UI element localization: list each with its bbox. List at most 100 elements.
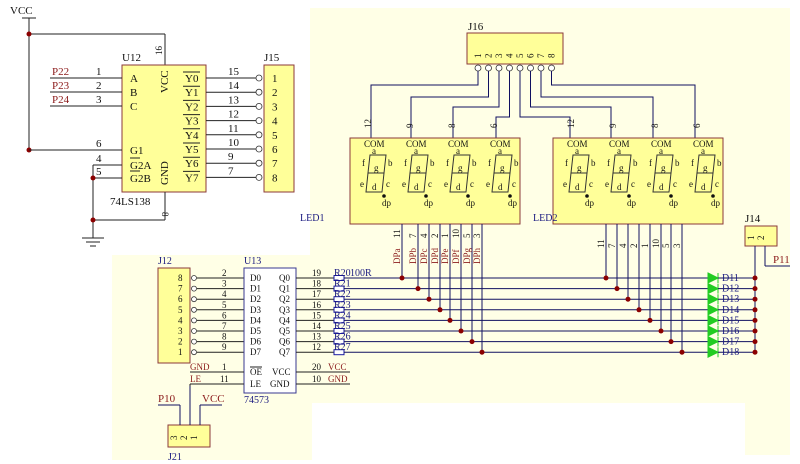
led-diode-icon bbox=[707, 346, 720, 359]
seg-d-label: d bbox=[414, 182, 419, 192]
junction bbox=[26, 31, 32, 37]
seven-seg-bottom bbox=[652, 172, 672, 193]
junction bbox=[752, 296, 758, 302]
j15-pin-num: 1 bbox=[272, 73, 278, 85]
j14-ref: J14 bbox=[745, 213, 761, 225]
junction bbox=[426, 296, 432, 302]
seg-c-label: c bbox=[470, 179, 474, 189]
led1-com-pin: 6 bbox=[489, 123, 499, 128]
j16-pin-circle bbox=[537, 64, 545, 72]
u13-le-name: LE bbox=[250, 379, 261, 389]
seg-b-label: b bbox=[717, 158, 722, 168]
seg-f-label: f bbox=[362, 158, 365, 168]
seg-a-label: a bbox=[414, 146, 418, 156]
u13-oe-net: GND bbox=[190, 362, 210, 372]
junction bbox=[668, 339, 674, 345]
u13-d-pin-name: D3 bbox=[250, 305, 261, 315]
resistor-ref: R23 bbox=[334, 300, 351, 311]
resistor-ref: R27 bbox=[334, 342, 351, 353]
dp-dot bbox=[382, 194, 386, 198]
seg-b-label: b bbox=[430, 158, 435, 168]
u13-d-pin-name: D2 bbox=[250, 294, 261, 304]
seg-dp-label: dp bbox=[466, 198, 476, 208]
led1-seg-name: DPg bbox=[462, 247, 472, 264]
dp-dot bbox=[585, 194, 589, 198]
led2-seg-num: 11 bbox=[596, 239, 606, 248]
u13-q-pin-num: 14 bbox=[312, 321, 322, 331]
junction bbox=[415, 286, 421, 292]
junction bbox=[636, 307, 642, 313]
led2-seg-num: 10 bbox=[651, 239, 661, 249]
seg-g-label: g bbox=[577, 163, 582, 173]
u13-q-pin-num: 15 bbox=[312, 310, 322, 320]
j15-pin-num: 5 bbox=[272, 130, 278, 142]
junction bbox=[752, 275, 758, 281]
led1-seg-num: 4 bbox=[419, 233, 429, 238]
seg-e-label: e bbox=[486, 179, 490, 189]
j16-pin-num: 2 bbox=[484, 54, 494, 59]
led1-seg-name: DPf bbox=[451, 249, 461, 264]
seg-g-label: g bbox=[374, 163, 379, 173]
u13-d-pin-name: D4 bbox=[250, 315, 261, 325]
seg-c-label: c bbox=[673, 179, 677, 189]
seg-b-label: b bbox=[591, 158, 596, 168]
u13-q-pin-name: Q6 bbox=[279, 337, 290, 347]
led2-com-label: COM bbox=[567, 139, 588, 149]
u13-q-pin-name: Q2 bbox=[279, 294, 290, 304]
u12-output-num: 15 bbox=[228, 66, 240, 78]
u13-oe-name: OE bbox=[250, 367, 262, 377]
u13-q-pin-num: 13 bbox=[312, 332, 322, 342]
led2-seg-num: 1 bbox=[640, 244, 650, 249]
seg-e-label: e bbox=[444, 179, 448, 189]
led2-seg-num: 7 bbox=[607, 243, 617, 248]
u12-output-num: 7 bbox=[228, 165, 234, 177]
seg-a-label: a bbox=[701, 146, 705, 156]
u12-output-name: Y0 bbox=[185, 73, 199, 85]
seg-d-label: d bbox=[372, 182, 377, 192]
u13-q-pin-name: Q7 bbox=[279, 347, 290, 357]
junction bbox=[752, 286, 758, 292]
j16-pin-circle bbox=[474, 64, 482, 72]
u12-output-name: Y3 bbox=[185, 116, 199, 128]
led1-seg-num: 10 bbox=[451, 229, 461, 239]
diode-ref: D16 bbox=[722, 326, 739, 337]
j12-pin-circle bbox=[191, 328, 197, 334]
seg-dp-label: dp bbox=[669, 198, 679, 208]
j12-pin-num: 7 bbox=[178, 284, 183, 294]
u13-q-pin-num: 19 bbox=[312, 268, 322, 278]
u13-part: 74573 bbox=[244, 395, 269, 406]
j16-com-wire bbox=[370, 71, 479, 138]
resistor-ref: R24 bbox=[334, 310, 351, 321]
u12-pin-name: B bbox=[130, 87, 137, 99]
u13-d-pin-name: D0 bbox=[250, 273, 261, 283]
j16-body bbox=[466, 32, 564, 65]
seg-b-label: b bbox=[514, 158, 519, 168]
junction bbox=[437, 307, 443, 313]
seg-g-label: g bbox=[619, 163, 624, 173]
u13-d-pin-num: 5 bbox=[222, 300, 227, 310]
led1-com-pin: 8 bbox=[447, 123, 457, 128]
u12-output-num: 9 bbox=[228, 151, 234, 163]
seg-g-label: g bbox=[661, 163, 666, 173]
junction bbox=[752, 328, 758, 334]
led2-com-pin: 6 bbox=[692, 123, 702, 128]
diode-ref: D12 bbox=[722, 284, 739, 295]
net-label: P23 bbox=[52, 80, 70, 92]
seg-e-label: e bbox=[563, 179, 567, 189]
u12-pin-name: C bbox=[130, 101, 137, 113]
seg-b-label: b bbox=[675, 158, 680, 168]
u13-q-pin-num: 16 bbox=[312, 300, 322, 310]
j15-pin-circle bbox=[255, 103, 263, 110]
j16-com-wire bbox=[540, 71, 654, 138]
j16-com-wire bbox=[551, 71, 696, 138]
resistor-ref: R25 bbox=[334, 321, 351, 332]
u13-gnd-net: GND bbox=[328, 374, 348, 384]
j12-pin-circle bbox=[191, 296, 197, 303]
u12-pin-num: 5 bbox=[96, 166, 102, 178]
u13-ref: U13 bbox=[244, 256, 261, 267]
u12-output-num: 13 bbox=[228, 94, 240, 106]
seg-d-label: d bbox=[498, 182, 503, 192]
j21-ref: J21 bbox=[168, 452, 182, 463]
